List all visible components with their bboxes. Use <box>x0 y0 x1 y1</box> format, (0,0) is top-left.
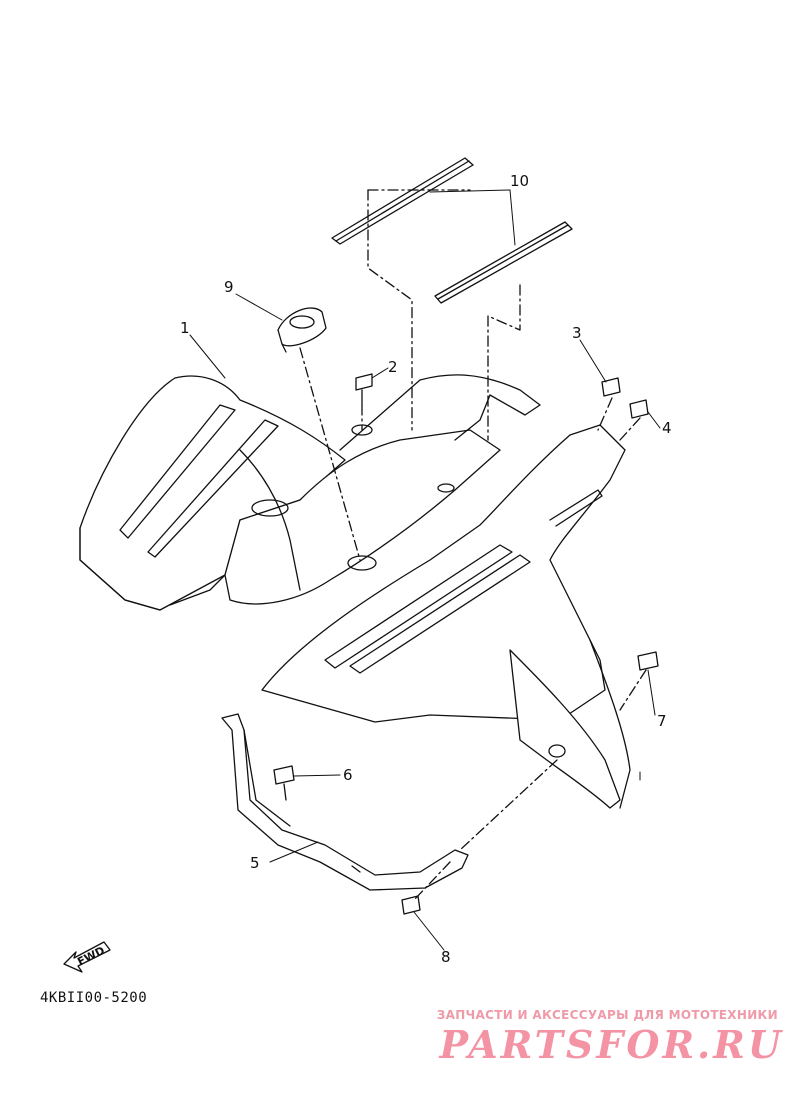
callout-8: 8 <box>441 948 451 966</box>
assembly-lines <box>299 189 647 901</box>
watermark-tagline: ЗАПЧАСТИ И АКСЕССУАРЫ ДЛЯ МОТОТЕХНИКИ <box>436 1008 778 1022</box>
callout-6: 6 <box>343 766 353 784</box>
bolt-3 <box>601 377 621 397</box>
nut-8 <box>401 895 421 915</box>
bolt-6 <box>273 765 295 801</box>
bolt-4 <box>629 399 649 419</box>
callout-1: 1 <box>180 319 190 337</box>
bolt-2 <box>355 373 373 406</box>
diagram-code: 4KBII00-5200 <box>40 990 148 1006</box>
callout-9: 9 <box>224 278 234 296</box>
callout-3: 3 <box>572 324 582 342</box>
seal-strip-upper <box>331 157 474 245</box>
callout-7: 7 <box>657 712 667 730</box>
fwd-arrow-icon <box>63 941 111 973</box>
callout-5: 5 <box>250 854 260 872</box>
fwd-label: FWD <box>75 944 107 969</box>
fender-bracket <box>221 713 469 891</box>
front-fender <box>79 374 631 809</box>
callout-4: 4 <box>662 419 672 437</box>
callout-leaders <box>189 189 661 951</box>
callout-2: 2 <box>388 358 398 376</box>
bolt-7 <box>637 651 659 671</box>
fender-cap <box>277 307 327 353</box>
callout-10: 10 <box>510 172 529 190</box>
seal-strip-lower <box>434 221 573 304</box>
watermark-logo: PARTSFOR.RU <box>439 1022 784 1067</box>
